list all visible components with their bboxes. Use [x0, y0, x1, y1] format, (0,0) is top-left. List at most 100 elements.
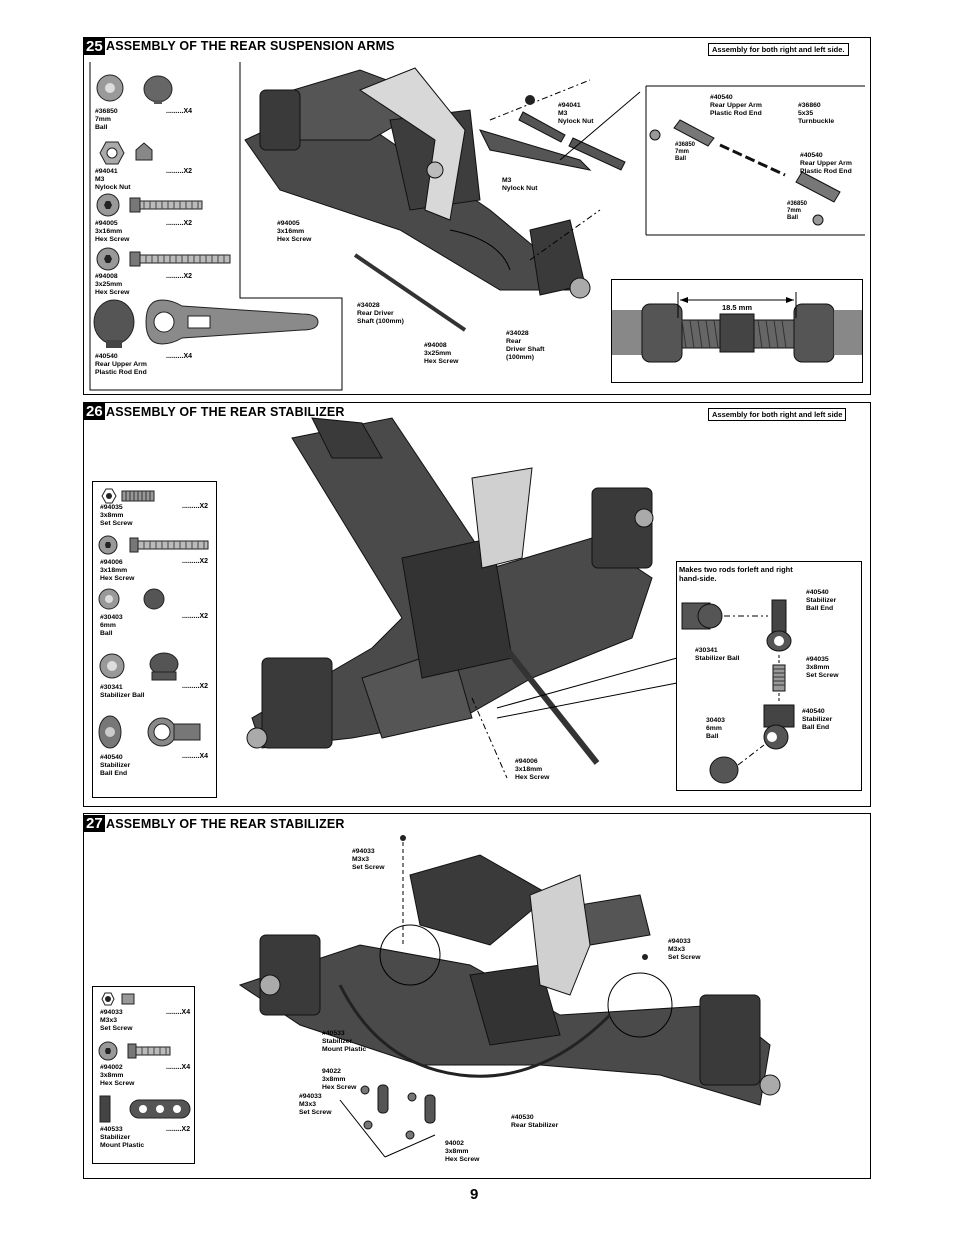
callout-set-screw: #94033 M3x3 Set Screw [668, 938, 701, 961]
part-name: 3x16mm Hex Screw [95, 228, 130, 243]
ball-icon [96, 74, 173, 104]
stabilizer-rod-exploded [681, 599, 795, 784]
hex-screw-icon [96, 193, 203, 217]
callout-hex-screw: 94002 3x8mm Hex Screw [445, 1140, 480, 1163]
nylock-nut-icon [99, 141, 153, 165]
part-name: Rear Upper Arm Plastic Rod End [95, 361, 147, 376]
callout-hex-screw: #94006 3x18mm Hex Screw [515, 758, 550, 781]
part-qty: ........X4 [166, 1064, 191, 1071]
part-name: 6mm Ball [100, 622, 116, 637]
part-qty: .........X2 [182, 683, 209, 690]
callout-rear-stabilizer: #40530 Rear Stabilizer [511, 1114, 559, 1129]
callout-hex-screw: 94022 3x8mm Hex Screw [322, 1068, 357, 1091]
part-qty: ........X2 [166, 1126, 191, 1133]
callout-nylock-nut: M3 Nylock Nut [502, 177, 538, 192]
part-name: 7mm Ball [95, 116, 111, 131]
step-26-title: ASSEMBLY OF THE REAR STABILIZER [106, 405, 345, 419]
callout-set-screw: #94033 M3x3 Set Screw [299, 1093, 332, 1116]
step-25-note: Assembly for both right and left side. [708, 43, 849, 56]
part-code: #94006 [100, 559, 123, 566]
part-name: M3 Nylock Nut [95, 176, 131, 191]
page-number: 9 [470, 1186, 479, 1203]
callout-mount-plastic: #40533 Stabilizer Mount Plastic [322, 1030, 367, 1053]
part-qty: .........X2 [182, 613, 209, 620]
measurement-value: 18.5 mm [722, 303, 753, 312]
step-26-panel [83, 402, 871, 807]
callout-hex-screw: #94008 3x25mm Hex Screw [424, 342, 459, 365]
stabilizer-rod-inset [676, 561, 862, 791]
step-27-parts-box [92, 986, 195, 1164]
part-code: #94005 [95, 220, 118, 227]
inset-ball-end: #40540 Stabilizer Ball End [802, 708, 833, 731]
part-code: #30341 [100, 684, 123, 691]
step-25-panel [83, 37, 871, 395]
part-name: Stabilizer Ball [100, 692, 145, 699]
callout-driver-shaft: #34028 Rear Driver Shaft (100mm) [506, 330, 545, 361]
hex-screw-icon [96, 247, 231, 271]
ball-end-icon [98, 715, 201, 749]
inset-ball-end: #40540 Stabilizer Ball End [806, 589, 837, 612]
part-code: #40533 [100, 1126, 123, 1133]
part-qty: .........X4 [166, 353, 193, 360]
inset-ball: 30403 6mm Ball [706, 717, 725, 740]
part-qty: .........X2 [182, 503, 209, 510]
mount-plastic-icon [99, 1095, 191, 1123]
detail-rod-end: #40540 Rear Upper Arm Plastic Rod End [710, 94, 762, 117]
turnbuckle-detail [559, 85, 865, 236]
part-qty: .........X2 [166, 168, 193, 175]
part-qty: ........X4 [166, 1009, 191, 1016]
part-name: 3x8mm Set Screw [100, 512, 133, 527]
rear-stabilizer-mount-illustration [238, 835, 781, 1158]
step-25-title: ASSEMBLY OF THE REAR SUSPENSION ARMS [106, 39, 395, 53]
detail-rod-end: #40540 Rear Upper Arm Plastic Rod End [800, 152, 852, 175]
part-qty: .........X4 [166, 108, 193, 115]
part-code: #94033 [100, 1009, 123, 1016]
part-code: #94035 [100, 504, 123, 511]
part-qty: .........X2 [166, 273, 193, 280]
detail-ball: #36850 7mm Ball [787, 201, 808, 221]
part-qty: .........X4 [182, 753, 209, 760]
part-code: #30403 [100, 614, 123, 621]
detail-ball: #36850 7mm Ball [675, 142, 696, 162]
rod-end-icon [93, 299, 319, 348]
set-screw-icon [101, 488, 155, 504]
rear-stabilizer-illustration [246, 417, 678, 779]
part-code: #94008 [95, 273, 118, 280]
detail-turnbuckle: #36860 5x35 Turnbuckle [798, 102, 835, 125]
callout-set-screw: #94033 M3x3 Set Screw [352, 848, 385, 871]
part-name: 3x18mm Hex Screw [100, 567, 135, 582]
step-27-number: 27 [84, 815, 105, 832]
inset-stabilizer-ball: #30341 Stabilizer Ball [695, 647, 740, 662]
step-26-note: Assembly for both right and left side [708, 408, 847, 421]
rear-suspension-illustration [244, 67, 601, 332]
part-qty: .........X2 [182, 558, 209, 565]
set-screw-icon [101, 992, 135, 1006]
part-code: #94041 [95, 168, 118, 175]
part-name: Stabilizer Mount Plastic [100, 1134, 145, 1149]
measurement-illustration [612, 292, 862, 363]
callout-nylock-nut: #94041 M3 Nylock Nut [558, 102, 594, 125]
callout-hex-screw: #94005 3x16mm Hex Screw [277, 220, 312, 243]
part-name: 3x25mm Hex Screw [95, 281, 130, 296]
part-code: #36850 [95, 108, 118, 115]
stabilizer-ball-icon [99, 652, 179, 681]
inset-title: Makes two rods forleft and right hand-si… [679, 565, 793, 583]
part-name: 3x8mm Hex Screw [100, 1072, 135, 1087]
hex-screw-icon [98, 1041, 171, 1061]
step-26-number: 26 [84, 403, 105, 420]
step-27-panel [83, 813, 871, 1179]
part-code: #40540 [100, 754, 123, 761]
inset-set-screw: #94035 3x8mm Set Screw [806, 656, 839, 679]
turnbuckle-rod [518, 95, 626, 171]
hex-screw-icon [98, 535, 209, 555]
callout-driver-shaft: #34028 Rear Driver Shaft (100mm) [357, 302, 404, 325]
step-25-number: 25 [84, 38, 105, 55]
ball-icon [98, 588, 165, 610]
part-qty: .........X2 [166, 220, 193, 227]
step-27-title: ASSEMBLY OF THE REAR STABILIZER [106, 817, 345, 831]
part-name: M3x3 Set Screw [100, 1017, 133, 1032]
part-code: #94002 [100, 1064, 123, 1071]
part-name: Stabilizer Ball End [100, 762, 131, 777]
part-code: #40540 [95, 353, 118, 360]
